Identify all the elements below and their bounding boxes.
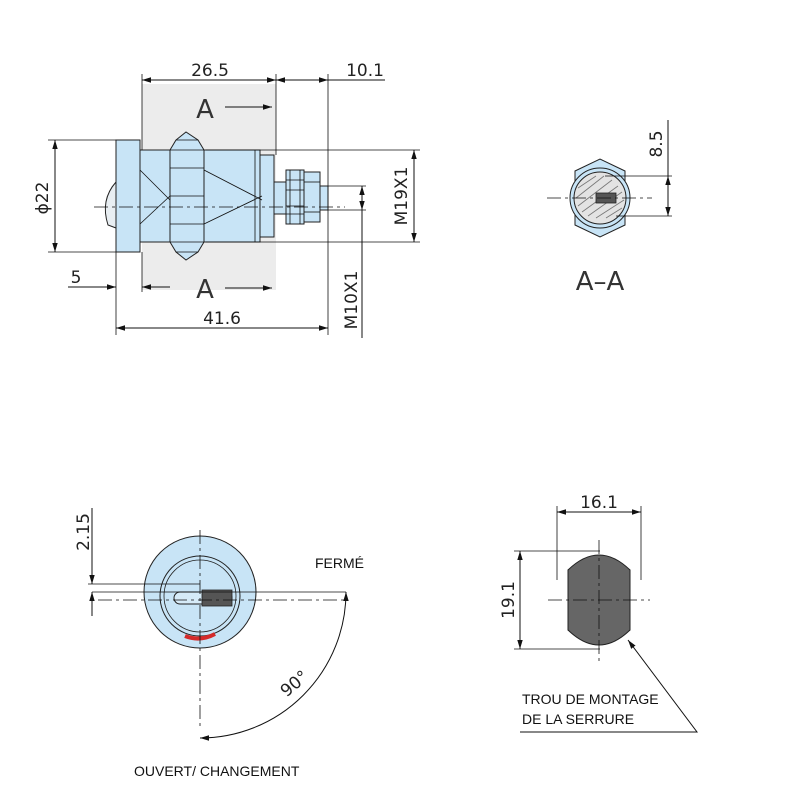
small-nut-2 xyxy=(303,171,321,223)
front-view: 2.15 FERMÉ 90° OUVERT/ CHANGEMENT xyxy=(74,508,364,779)
dim-thread-small: M10X1 xyxy=(342,271,362,330)
hole-label-line1: TROU DE MONTAGE xyxy=(522,691,659,707)
hole-label-line2: DE LA SERRURE xyxy=(522,711,634,727)
side-view: 26.5 10.1 A A ϕ22 M19X1 M10X1 5 41.6 xyxy=(33,61,420,338)
dim-offset-5: 5 xyxy=(71,268,82,288)
dim-diameter: ϕ22 xyxy=(33,182,53,215)
hole-view: 16.1 19.1 TROU DE MONTAGE DE LA SERRURE xyxy=(499,493,698,733)
small-nut-1 xyxy=(285,169,305,225)
angle-90: 90° xyxy=(277,667,313,702)
cylinder-step xyxy=(259,154,275,238)
dim-10-1: 10.1 xyxy=(346,61,384,81)
dim-8-5: 8.5 xyxy=(647,130,667,157)
label-open: OUVERT/ CHANGEMENT xyxy=(134,763,300,779)
section-title: A–A xyxy=(576,267,625,297)
front-key-insert xyxy=(201,589,233,607)
stud xyxy=(273,181,287,215)
section-mark-top: A xyxy=(196,95,214,125)
section-view: 8.5 A–A xyxy=(547,120,672,297)
dim-16-1: 16.1 xyxy=(580,493,618,513)
key-head xyxy=(104,180,117,229)
dim-41-6: 41.6 xyxy=(203,309,241,329)
label-closed: FERMÉ xyxy=(315,555,364,571)
front-flange xyxy=(115,139,141,253)
rotation-arc xyxy=(199,591,349,741)
stud-end xyxy=(319,185,329,211)
dim-19-1: 19.1 xyxy=(499,581,519,619)
section-mark-bottom: A xyxy=(196,275,214,305)
dim-thread-big: M19X1 xyxy=(392,167,412,226)
leader-line xyxy=(520,639,698,733)
dim-26-5: 26.5 xyxy=(191,61,229,81)
dim-2-15: 2.15 xyxy=(74,513,94,551)
